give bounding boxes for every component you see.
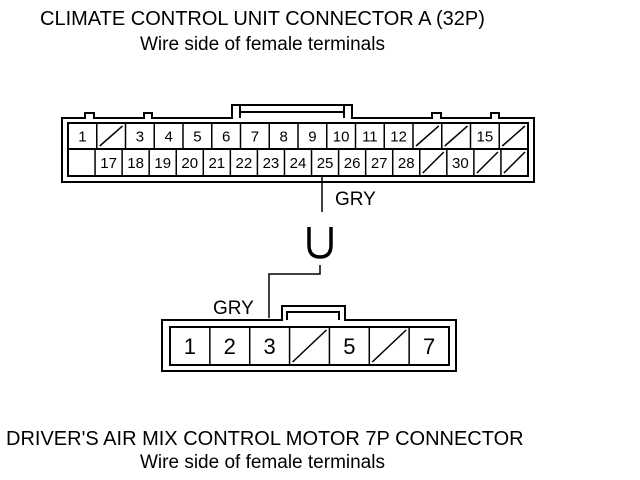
connector-a-top-pin-1: 1 bbox=[78, 128, 86, 145]
connector-a-bottom-pin-24: 24 bbox=[290, 155, 307, 172]
connector-a-bottom-pin-26: 26 bbox=[344, 155, 361, 172]
connector-a-top-empty-cavity bbox=[99, 125, 123, 147]
connector-b-empty-cavity bbox=[292, 329, 327, 363]
connector-b-subtitle: Wire side of female terminals bbox=[140, 452, 385, 473]
connector-a-bottom-empty-cavity bbox=[503, 151, 526, 174]
connector-a-top-pin-8: 8 bbox=[279, 128, 287, 145]
connector-b-pin-2: 2 bbox=[224, 334, 236, 359]
connector-a-bottom-row: 17 18 19 20 21 22 23 24 25 26 27 28 30 bbox=[94, 149, 526, 176]
connector-a-bottom-pin-22: 22 bbox=[236, 155, 253, 172]
connector-b bbox=[161, 305, 457, 372]
connector-a-bottom-empty-cavity bbox=[422, 151, 445, 174]
wire-lower-color-label: GRY bbox=[213, 298, 254, 319]
connector-a-top-empty-cavity bbox=[415, 125, 440, 147]
connector-a-top-pin-5: 5 bbox=[193, 128, 201, 145]
connector-a-bottom-pin-30: 30 bbox=[452, 155, 469, 172]
connector-b-empty-cavity bbox=[371, 329, 407, 363]
connector-a-bottom-pin-21: 21 bbox=[208, 155, 225, 172]
connector-b-pin-3: 3 bbox=[264, 334, 276, 359]
connector-a-top-pin-15: 15 bbox=[477, 128, 494, 145]
connector-a-bottom-pin-19: 19 bbox=[154, 155, 171, 172]
connector-a-top-row: 1 3 4 5 6 7 8 9 10 11 12 15 bbox=[78, 123, 526, 149]
connector-a-subtitle: Wire side of female terminals bbox=[140, 34, 385, 55]
connector-b-pin-7: 7 bbox=[423, 334, 435, 359]
connector-a-bottom-pin-28: 28 bbox=[398, 155, 415, 172]
connector-a-top-empty-cavity bbox=[444, 125, 468, 147]
connector-a-top-pin-11: 11 bbox=[362, 128, 378, 145]
connector-a-bottom-pin-18: 18 bbox=[127, 155, 144, 172]
connector-a-top-pin-6: 6 bbox=[222, 128, 230, 145]
connector-b-title: DRIVER'S AIR MIX CONTROL MOTOR 7P CONNEC… bbox=[6, 428, 524, 450]
junction-connector-icon bbox=[307, 227, 333, 259]
connector-a-top-pin-4: 4 bbox=[164, 128, 172, 145]
connector-a-title: CLIMATE CONTROL UNIT CONNECTOR A (32P) bbox=[40, 8, 485, 30]
connector-b-pin-5: 5 bbox=[343, 334, 355, 359]
connector-a-top-pin-12: 12 bbox=[390, 128, 407, 145]
connector-a-top-pin-9: 9 bbox=[308, 128, 316, 145]
connector-b-pins: 1 2 3 5 7 bbox=[184, 327, 435, 365]
connector-a-bottom-pin-23: 23 bbox=[263, 155, 280, 172]
connector-a-bottom-pin-27: 27 bbox=[371, 155, 388, 172]
wire-upper-color-label: GRY bbox=[335, 189, 376, 210]
connector-a-bottom-pin-17: 17 bbox=[100, 155, 117, 172]
connector-b-pin-1: 1 bbox=[184, 334, 196, 359]
connector-a-top-pin-10: 10 bbox=[333, 128, 350, 145]
connector-a-top-empty-cavity bbox=[501, 125, 526, 147]
wire-lower bbox=[268, 265, 321, 318]
connector-a-bottom-pin-20: 20 bbox=[181, 155, 198, 172]
connector-a-top-pin-7: 7 bbox=[251, 128, 259, 145]
connector-a-bottom-empty-cavity bbox=[476, 151, 499, 174]
connector-a-bottom-pin-25: 25 bbox=[317, 155, 334, 172]
connector-a-top-pin-3: 3 bbox=[136, 128, 144, 145]
